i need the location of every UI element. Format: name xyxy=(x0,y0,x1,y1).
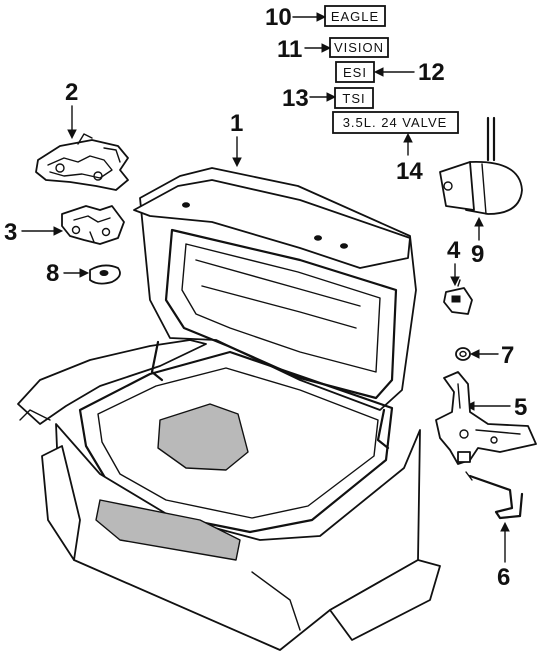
callout-7: 7 xyxy=(501,342,514,369)
trunk-bumper-part xyxy=(89,264,121,285)
callout-12: 12 xyxy=(418,59,445,86)
callout-3: 3 xyxy=(4,219,17,246)
trunk-body xyxy=(17,339,441,651)
hinge-part xyxy=(435,371,537,465)
callout-8: 8 xyxy=(46,260,59,287)
emblem-vision-text: VISION xyxy=(334,40,384,55)
trunk-striker-part xyxy=(61,205,125,245)
emblem-tsi-text: TSI xyxy=(342,91,365,106)
callout-14: 14 xyxy=(396,158,423,185)
callout-4: 4 xyxy=(447,237,461,264)
antenna-part xyxy=(439,116,523,215)
callout-6: 6 xyxy=(497,564,510,591)
emblem-esi: ESI xyxy=(335,61,375,83)
torsion-rod-part xyxy=(465,471,524,520)
emblem-eagle: EAGLE xyxy=(324,5,386,27)
emblem-tsi: TSI xyxy=(334,87,374,109)
callout-2: 2 xyxy=(65,79,78,106)
emblem-24-valve-text: 3.5L. 24 VALVE xyxy=(343,115,448,130)
callout-5: 5 xyxy=(514,394,527,421)
callout-9: 9 xyxy=(471,241,484,268)
emblem-esi-text: ESI xyxy=(343,65,367,80)
callout-11: 11 xyxy=(277,36,302,63)
emblem-vision: VISION xyxy=(329,37,389,58)
callout-10: 10 xyxy=(265,4,292,31)
emblem-24-valve: 3.5L. 24 VALVE xyxy=(332,111,459,134)
trunk-lid-part xyxy=(133,167,417,411)
trunk-latch-part xyxy=(35,133,129,191)
callout-13: 13 xyxy=(282,85,309,112)
emblem-eagle-text: EAGLE xyxy=(331,9,379,24)
plug-part xyxy=(455,347,471,361)
callout-1: 1 xyxy=(230,110,243,137)
bracket-part xyxy=(443,279,473,315)
